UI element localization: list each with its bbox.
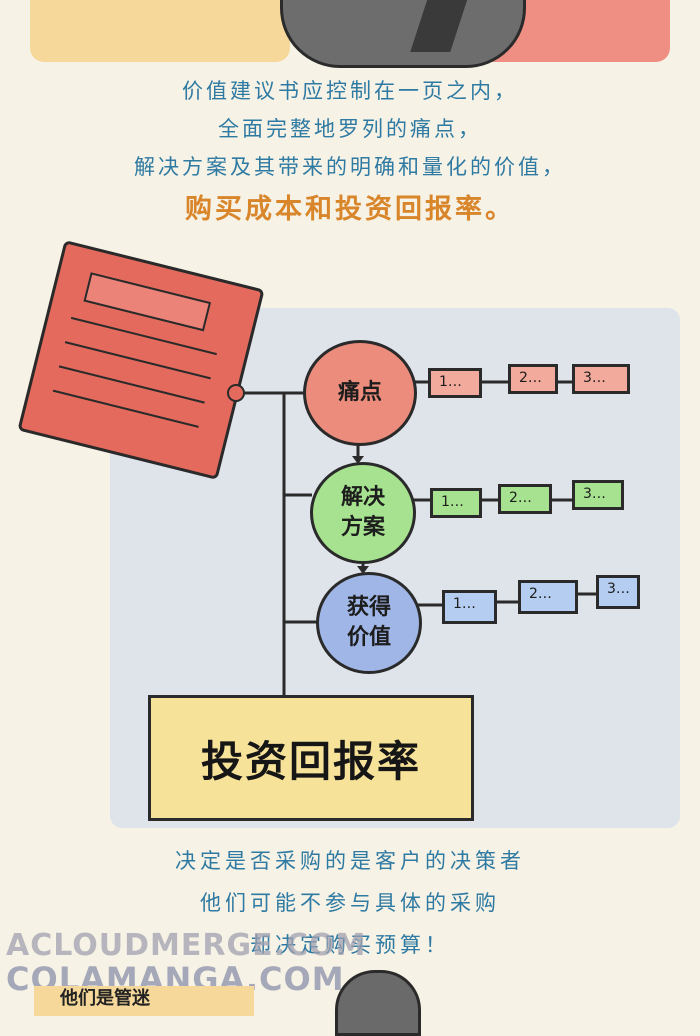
pain-box-1: 1…: [428, 368, 482, 398]
intro-line-2: 全面完整地罗列的痛点，: [218, 117, 482, 141]
arrow-head: [357, 566, 369, 574]
pain-box-3: 3…: [572, 364, 630, 394]
character-head: [335, 970, 421, 1036]
value-box-2: 2…: [518, 580, 578, 614]
intro-text: 价值建议书应控制在一页之内， 全面完整地罗列的痛点， 解决方案及其带来的明确和量…: [0, 72, 700, 230]
outro-line-2: 他们可能不参与具体的采购: [200, 891, 500, 915]
outro-text: 决定是否采购的是客户的决策者 他们可能不参与具体的采购 却决定购买预算！: [0, 840, 700, 966]
solution-box-1: 1…: [430, 488, 482, 518]
pain-points-node: 痛点: [303, 340, 417, 446]
value-box-1: 1…: [442, 590, 497, 624]
outro-line-3: 却决定购买预算！: [250, 933, 450, 957]
solution-node: 解决方案: [310, 462, 416, 564]
watermark-primary: ACLOUDMERGE.COM: [6, 928, 367, 963]
bottom-caption: 他们是管迷: [34, 986, 254, 1016]
intro-line-3: 解决方案及其带来的明确和量化的价值，: [134, 155, 566, 179]
connector-dot: [227, 384, 245, 402]
yellow-panel: [30, 0, 290, 62]
top-illustration: [0, 0, 700, 68]
outro-line-1: 决定是否采购的是客户的决策者: [175, 849, 525, 873]
solution-label-line-1: 解决: [340, 485, 385, 510]
arrow-head: [352, 456, 364, 464]
diagram-connectors: [227, 380, 596, 697]
value-node: 获得价值: [316, 572, 422, 674]
pain-box-2: 2…: [508, 364, 558, 394]
roi-box: 投资回报率: [148, 695, 474, 821]
solution-box-2: 2…: [498, 484, 552, 514]
pain-points-label: 痛点: [337, 380, 382, 405]
value-label-line-2: 价值: [346, 625, 391, 650]
value-box-3: 3…: [596, 575, 640, 609]
intro-highlight: 购买成本和投资回报率。: [185, 194, 515, 225]
solution-label-line-2: 方案: [340, 515, 385, 540]
roi-label: 投资回报率: [200, 736, 421, 786]
intro-line-1: 价值建议书应控制在一页之内，: [182, 79, 518, 103]
solution-box-3: 3…: [572, 480, 624, 510]
value-label-line-1: 获得: [346, 595, 391, 620]
